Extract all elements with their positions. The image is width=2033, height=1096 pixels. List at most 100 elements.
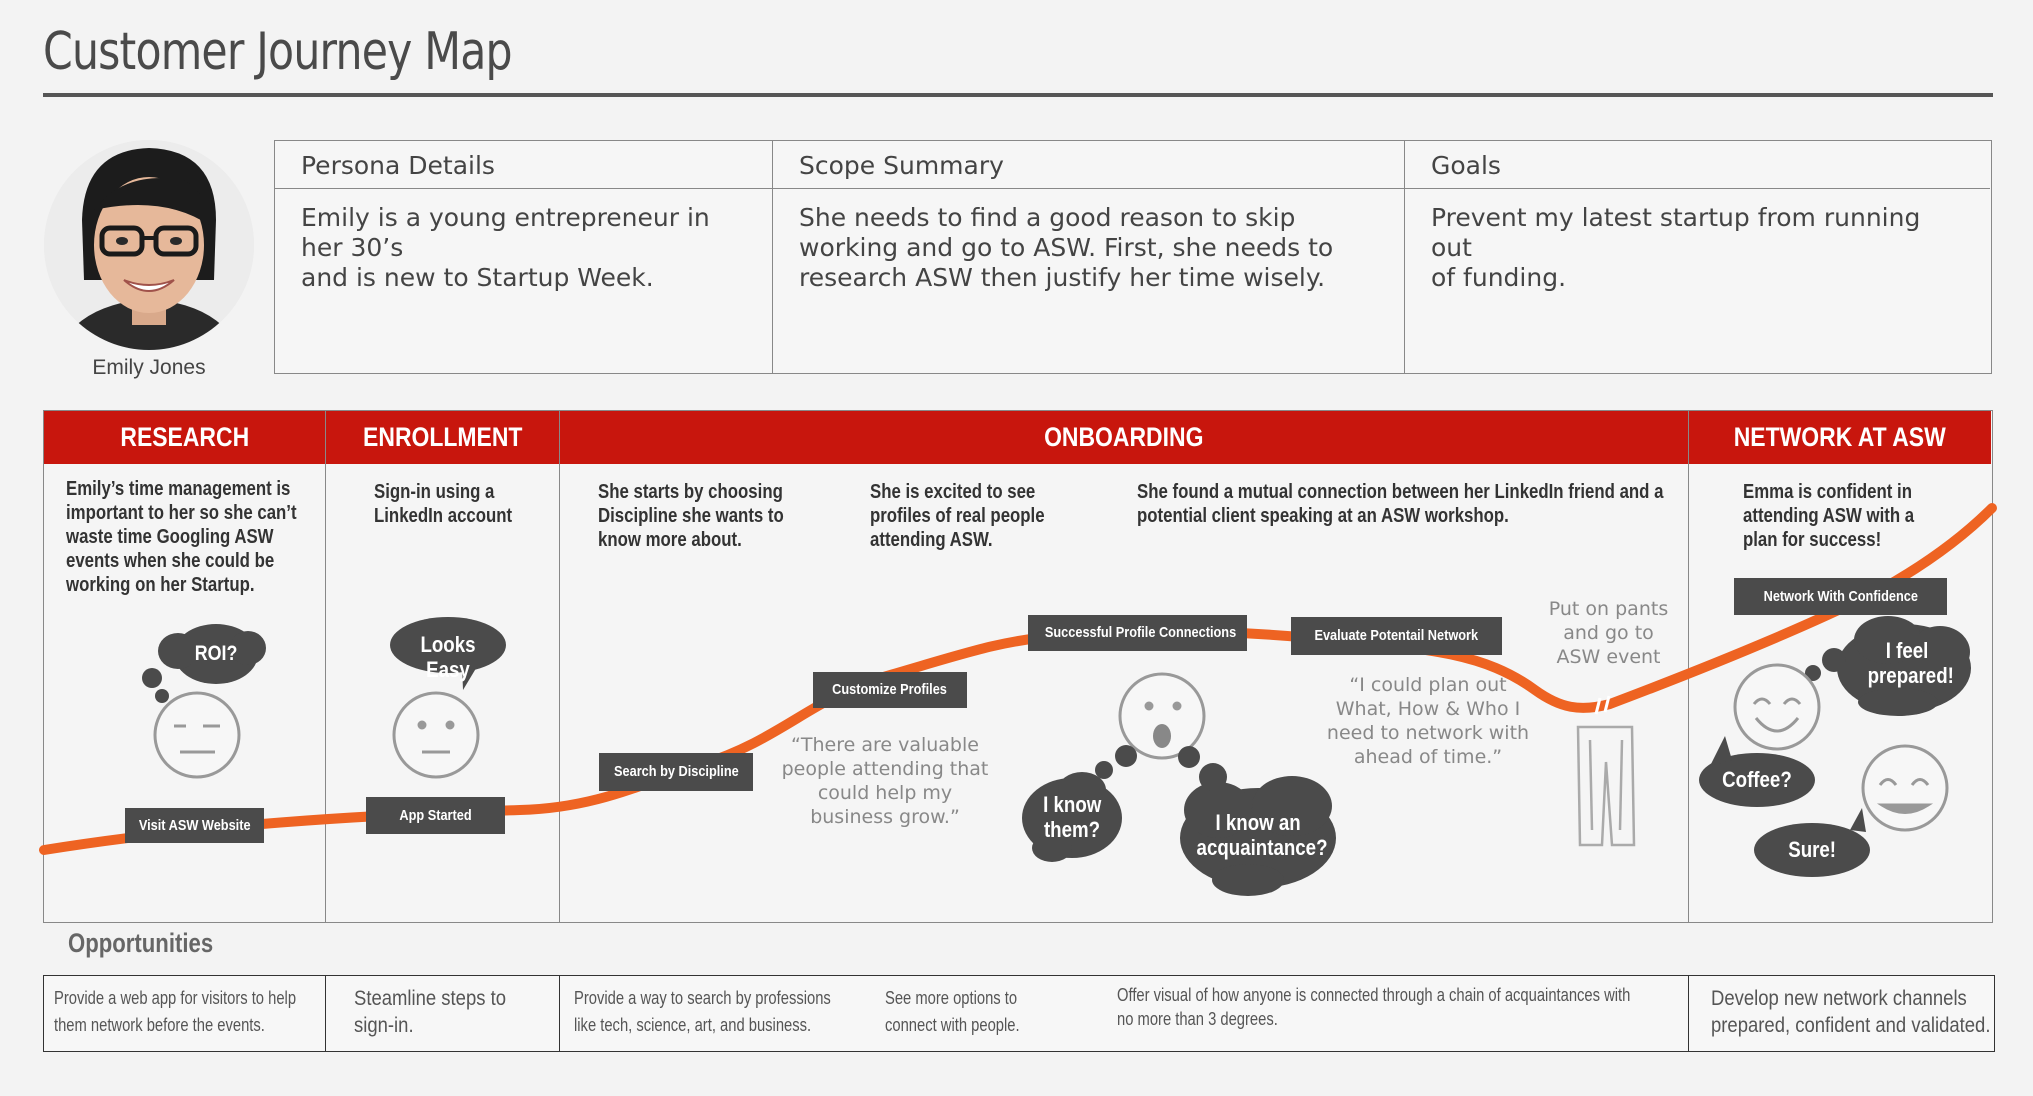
bubble-prepared-text: I feel prepared! [1860, 638, 1954, 688]
quote-line: Put on pants [1548, 598, 1669, 620]
stage-text-network: Emma is confident in attending ASW with … [1743, 480, 1914, 552]
quote-line: business grow.” [810, 806, 960, 828]
looks-easy-speech-bubble [390, 617, 506, 690]
opportunity-cell-enrollment [325, 976, 559, 1051]
bubble-label: ROI? [194, 642, 238, 665]
stage-text-onboarding-search: She starts by choosing Discipline she wa… [598, 480, 784, 552]
coffee-speech-bubble [1699, 736, 1815, 807]
stage-text-line: Discipline she wants to [598, 505, 784, 527]
goals-line: Prevent my latest startup from running o… [1431, 203, 1921, 262]
bubble-label: Sure! [1788, 837, 1836, 862]
stage-text-line: LinkedIn account [374, 505, 513, 527]
goals-column: Goals Prevent my latest startup from run… [1404, 141, 1990, 373]
stage-text-line: She found a mutual connection between he… [1137, 481, 1664, 503]
bubble-label: prepared! [1867, 663, 1954, 688]
phase-enrollment-label: ENROLLMENT [362, 422, 523, 452]
touchpoint-search-discipline: Search by Discipline [599, 753, 753, 791]
touchpoint-visit-website: Visit ASW Website [125, 808, 264, 843]
bubble-label: acquaintance? [1196, 835, 1328, 860]
bubble-label: I know an [1215, 810, 1301, 835]
touchpoint-profile-connections: Successful Profile Connections [1028, 615, 1247, 651]
phase-enrollment-header: ENROLLMENT [326, 411, 559, 464]
persona-avatar [44, 140, 254, 350]
phase-research: RESEARCH [44, 411, 325, 922]
skeptical-face-icon [153, 691, 241, 779]
phase-onboarding: ONBOARDING [559, 411, 1688, 922]
touchpoint-label: Visit ASW Website [138, 817, 251, 834]
title-divider [43, 93, 1993, 97]
stage-text-line: Emma is confident in [1743, 481, 1912, 503]
bubble-label: Looks Easy [420, 632, 476, 682]
bubble-looks-easy-text: Looks Easy [390, 632, 506, 682]
opportunity-line: connect with people. [885, 1015, 1020, 1035]
touchpoint-label: Network With Confidence [1763, 588, 1918, 605]
opportunity-line: like tech, science, art, and business. [574, 1015, 812, 1035]
quote-line: “There are valuable [791, 734, 979, 756]
opportunity-line: Provide a way to search by professions [574, 988, 831, 1008]
quote-line: could help my [817, 782, 953, 804]
bubble-coffee-text: Coffee? [1710, 767, 1804, 792]
scope-summary-line: working and go to ASW. First, she needs … [799, 233, 1334, 262]
stage-text-line: working on her Startup. [66, 574, 255, 596]
surprised-face-icon [1118, 672, 1206, 760]
goals-heading: Goals [1405, 141, 1990, 189]
stage-text-line: know more about. [598, 529, 742, 551]
roi-thought-bubble [142, 624, 266, 703]
quote-line: ASW event [1556, 646, 1661, 668]
touchpoint-app-started: App Started [366, 797, 505, 834]
stage-text-line: attending ASW with a [1743, 505, 1915, 527]
touchpoint-label: Customize Profiles [832, 681, 948, 698]
stage-text-line: important to her so she can’t [66, 502, 297, 524]
quote-line: ahead of time.” [1353, 746, 1503, 768]
acquaintance-thought-bubble [1178, 746, 1336, 896]
opportunity-text: Provide a web app for visitors to help t… [54, 985, 296, 1039]
stage-text-research: Emily’s time management is important to … [66, 477, 297, 597]
quote-line: people attending that [781, 758, 989, 780]
stage-text-onboarding-profiles: She is excited to see profiles of real p… [870, 480, 1045, 552]
pants-icon [1576, 725, 1636, 847]
quote-line: need to network with [1326, 722, 1530, 744]
happy-face-icon [1733, 663, 1821, 751]
know-them-thought-bubble [1022, 745, 1137, 862]
opportunity-text: See more options to connect with people. [885, 985, 1020, 1039]
scope-summary-body: She needs to find a good reason to skip … [773, 189, 1404, 293]
bubble-label: them? [1043, 817, 1101, 842]
stage-text-line: plan for success! [1743, 529, 1882, 551]
quote-valuable-people: “There are valuable people attending tha… [780, 733, 990, 829]
stage-text-line: potential client speaking at an ASW work… [1137, 505, 1509, 527]
journey-line [39, 503, 1997, 855]
stage-text-line: She starts by choosing [598, 481, 783, 503]
opportunity-line: sign-in. [354, 1014, 414, 1037]
phase-enrollment: ENROLLMENT [325, 411, 559, 922]
touchpoint-evaluate-network: Evaluate Potentail Network [1291, 617, 1502, 655]
opportunity-text: Provide a way to search by professions l… [574, 985, 831, 1039]
bubble-label: I feel [1885, 638, 1929, 663]
persona-details-line: Emily is a young entrepreneur in her 30’… [301, 203, 710, 262]
opportunities-table: Provide a web app for visitors to help t… [43, 975, 1995, 1052]
opportunity-line: Steamline steps to [354, 987, 507, 1010]
persona-details-body: Emily is a young entrepreneur in her 30’… [275, 189, 772, 293]
persona-info-table: Persona Details Emily is a young entrepr… [274, 140, 1992, 374]
opportunity-line: Offer visual of how anyone is connected … [1117, 985, 1631, 1005]
goals-line: of funding. [1431, 263, 1567, 292]
stage-text-line: Emily’s time management is [66, 478, 291, 500]
quote-plan-ahead: “I could plan out What, How & Who I need… [1318, 673, 1538, 769]
opportunity-line: Develop new network channels [1711, 987, 1967, 1010]
opportunity-cell-onboarding [559, 976, 1688, 1051]
quote-line: “I could plan out [1349, 674, 1507, 696]
stage-text-line: Sign-in using a [374, 481, 495, 503]
neutral-face-icon [392, 691, 480, 779]
touchpoint-label: App Started [399, 807, 472, 824]
bubble-roi-text: ROI? [176, 641, 256, 666]
opportunity-text: Develop new network channels prepared, c… [1711, 985, 1990, 1039]
scope-summary-line: She needs to find a good reason to skip [799, 203, 1296, 232]
prepared-thought-bubble [1805, 616, 1971, 716]
grinning-face-icon [1861, 744, 1949, 832]
journey-break-mark [1594, 697, 1602, 715]
quote-line: What, How & Who I [1335, 698, 1521, 720]
stage-text-enrollment: Sign-in using a LinkedIn account [374, 480, 512, 528]
bubble-acquaintance-text: I know an acquaintance? [1185, 810, 1331, 860]
goals-body: Prevent my latest startup from running o… [1405, 189, 1990, 293]
scope-summary-line: research ASW then justify her time wisel… [799, 263, 1326, 292]
